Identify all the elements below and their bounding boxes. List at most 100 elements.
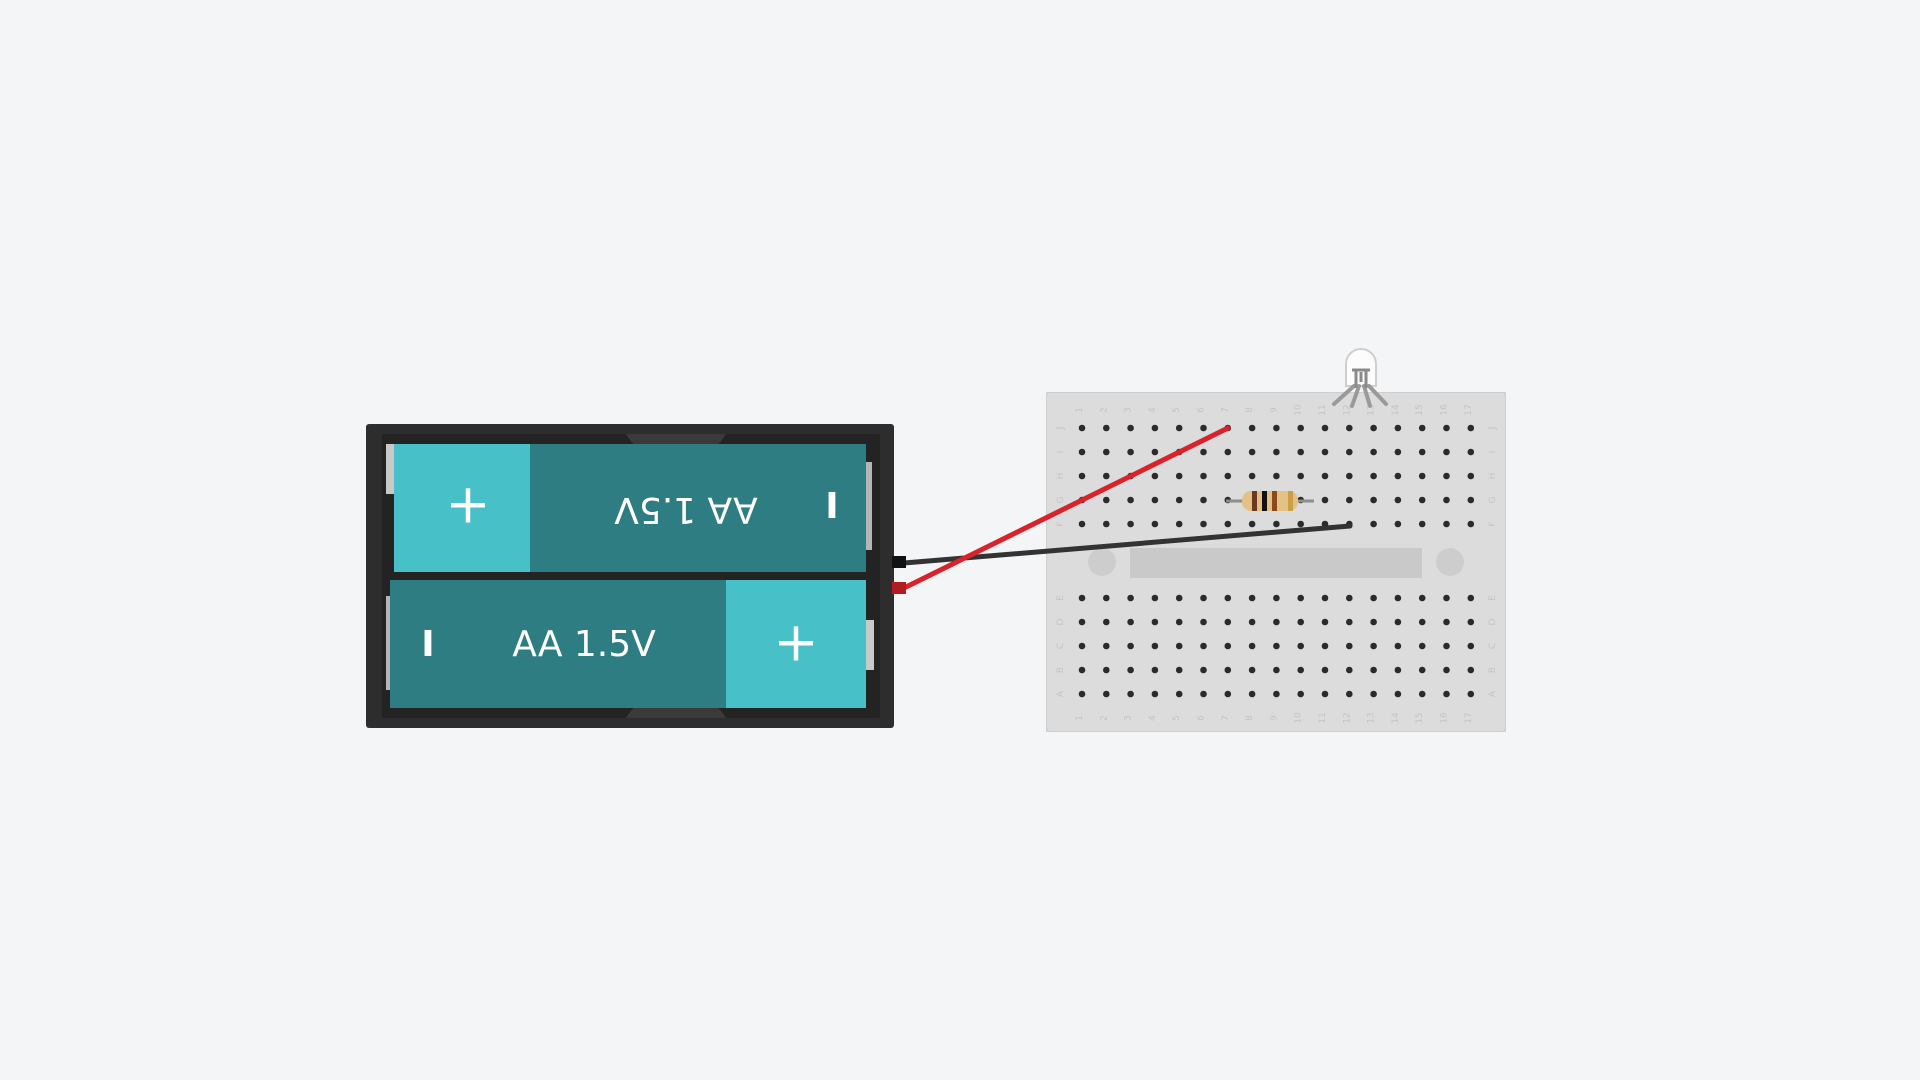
breadboard-hole[interactable] [1394, 424, 1402, 432]
breadboard-hole[interactable] [1443, 424, 1450, 432]
breadboard-hole[interactable] [1103, 496, 1110, 504]
breadboard-hole[interactable] [1273, 666, 1280, 674]
breadboard-hole[interactable] [1127, 496, 1134, 504]
battery-pack-2xaa[interactable]: + AA 1.5V I I AA 1.5V + [366, 424, 894, 728]
breadboard-hole[interactable] [1321, 594, 1329, 602]
breadboard-hole[interactable] [1151, 424, 1159, 432]
breadboard-hole[interactable] [1248, 690, 1256, 698]
breadboard-hole[interactable] [1418, 642, 1426, 650]
breadboard-hole[interactable] [1297, 424, 1304, 432]
breadboard-hole[interactable] [1321, 690, 1329, 698]
breadboard-hole[interactable] [1078, 448, 1086, 456]
breadboard-hole[interactable] [1248, 472, 1256, 480]
breadboard-hole[interactable] [1467, 424, 1475, 432]
breadboard-hole[interactable] [1346, 520, 1353, 528]
breadboard[interactable]: 1122334455667788991010111112121313141415… [1046, 392, 1506, 732]
breadboard-hole[interactable] [1394, 666, 1402, 674]
breadboard-hole[interactable] [1103, 618, 1110, 626]
breadboard-hole[interactable] [1078, 472, 1086, 480]
breadboard-hole[interactable] [1467, 520, 1475, 528]
breadboard-hole[interactable] [1297, 472, 1304, 480]
breadboard-hole[interactable] [1224, 424, 1232, 432]
breadboard-hole[interactable] [1151, 666, 1159, 674]
breadboard-hole[interactable] [1297, 666, 1304, 674]
breadboard-hole[interactable] [1248, 618, 1256, 626]
breadboard-hole[interactable] [1273, 690, 1280, 698]
breadboard-hole[interactable] [1224, 666, 1232, 674]
breadboard-hole[interactable] [1370, 472, 1377, 480]
breadboard-hole[interactable] [1297, 642, 1304, 650]
breadboard-hole[interactable] [1248, 520, 1256, 528]
breadboard-hole[interactable] [1200, 448, 1207, 456]
breadboard-hole[interactable] [1418, 594, 1426, 602]
breadboard-hole[interactable] [1321, 472, 1329, 480]
breadboard-hole[interactable] [1394, 448, 1402, 456]
breadboard-hole[interactable] [1467, 618, 1475, 626]
breadboard-hole[interactable] [1273, 594, 1280, 602]
breadboard-hole[interactable] [1321, 618, 1329, 626]
breadboard-hole[interactable] [1467, 690, 1475, 698]
breadboard-hole[interactable] [1200, 424, 1207, 432]
breadboard-hole[interactable] [1127, 690, 1134, 698]
breadboard-hole[interactable] [1078, 594, 1086, 602]
breadboard-hole[interactable] [1103, 594, 1110, 602]
breadboard-hole[interactable] [1443, 594, 1450, 602]
breadboard-hole[interactable] [1321, 496, 1329, 504]
breadboard-hole[interactable] [1175, 666, 1183, 674]
breadboard-hole[interactable] [1078, 618, 1086, 626]
terminal-negative-clip[interactable] [892, 556, 906, 568]
breadboard-hole[interactable] [1248, 594, 1256, 602]
breadboard-hole[interactable] [1321, 642, 1329, 650]
breadboard-hole[interactable] [1467, 472, 1475, 480]
breadboard-hole[interactable] [1467, 448, 1475, 456]
breadboard-hole[interactable] [1175, 642, 1183, 650]
breadboard-hole[interactable] [1200, 496, 1207, 504]
breadboard-hole[interactable] [1394, 472, 1402, 480]
breadboard-hole[interactable] [1175, 618, 1183, 626]
breadboard-hole[interactable] [1248, 424, 1256, 432]
breadboard-hole[interactable] [1443, 642, 1450, 650]
breadboard-hole[interactable] [1127, 424, 1134, 432]
breadboard-hole[interactable] [1394, 690, 1402, 698]
breadboard-hole[interactable] [1394, 594, 1402, 602]
breadboard-hole[interactable] [1127, 666, 1134, 674]
breadboard-hole[interactable] [1418, 448, 1426, 456]
breadboard-hole[interactable] [1175, 690, 1183, 698]
breadboard-hole[interactable] [1467, 666, 1475, 674]
breadboard-hole[interactable] [1418, 690, 1426, 698]
battery-top[interactable]: + AA 1.5V I [386, 444, 872, 572]
breadboard-hole[interactable] [1297, 690, 1304, 698]
breadboard-hole[interactable] [1273, 642, 1280, 650]
breadboard-hole[interactable] [1443, 496, 1450, 504]
breadboard-hole[interactable] [1151, 618, 1159, 626]
breadboard-hole[interactable] [1151, 448, 1159, 456]
breadboard-hole[interactable] [1127, 642, 1134, 650]
breadboard-hole[interactable] [1418, 472, 1426, 480]
breadboard-hole[interactable] [1443, 448, 1450, 456]
breadboard-hole[interactable] [1370, 448, 1377, 456]
breadboard-hole[interactable] [1346, 496, 1353, 504]
breadboard-hole[interactable] [1151, 496, 1159, 504]
breadboard-hole[interactable] [1078, 666, 1086, 674]
breadboard-hole[interactable] [1418, 520, 1426, 528]
breadboard-hole[interactable] [1443, 520, 1450, 528]
breadboard-hole[interactable] [1127, 448, 1134, 456]
breadboard-hole[interactable] [1103, 642, 1110, 650]
breadboard-hole[interactable] [1200, 618, 1207, 626]
breadboard-hole[interactable] [1273, 520, 1280, 528]
breadboard-hole[interactable] [1418, 666, 1426, 674]
breadboard-hole[interactable] [1103, 424, 1110, 432]
breadboard-hole[interactable] [1224, 690, 1232, 698]
breadboard-hole[interactable] [1297, 520, 1304, 528]
breadboard-hole[interactable] [1078, 424, 1086, 432]
battery-bottom[interactable]: I AA 1.5V + [386, 580, 874, 708]
breadboard-hole[interactable] [1418, 496, 1426, 504]
breadboard-hole[interactable] [1443, 666, 1450, 674]
breadboard-hole[interactable] [1370, 666, 1377, 674]
breadboard-hole[interactable] [1224, 594, 1232, 602]
breadboard-hole[interactable] [1346, 666, 1353, 674]
breadboard-hole[interactable] [1248, 666, 1256, 674]
breadboard-hole[interactable] [1103, 472, 1110, 480]
breadboard-hole[interactable] [1248, 448, 1256, 456]
breadboard-hole[interactable] [1370, 642, 1377, 650]
